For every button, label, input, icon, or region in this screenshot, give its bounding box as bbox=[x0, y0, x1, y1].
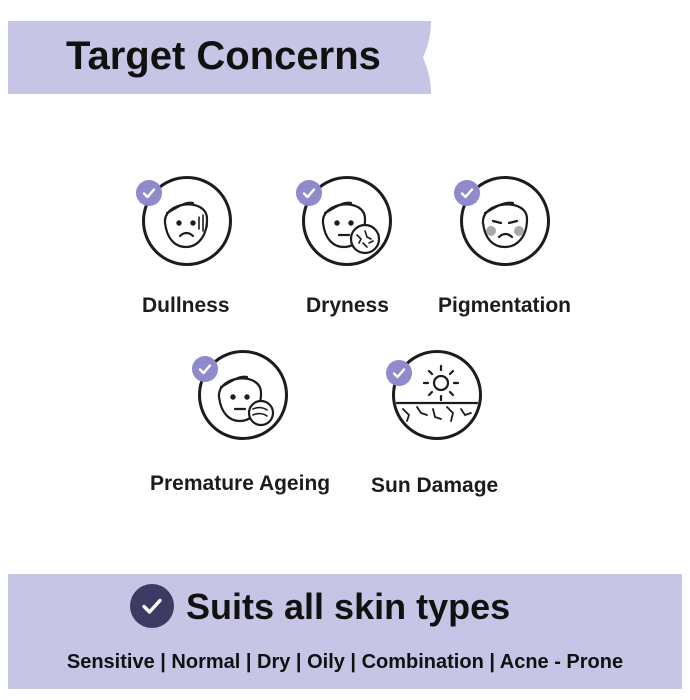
concern-label: Sun Damage bbox=[371, 474, 499, 497]
concern-label: Dryness bbox=[306, 294, 389, 317]
footer-title: Suits all skin types bbox=[186, 586, 511, 627]
check-icon bbox=[192, 356, 218, 382]
header-band bbox=[8, 21, 431, 94]
concern-label: Dullness bbox=[142, 294, 230, 317]
page-title: Target Concerns bbox=[66, 34, 381, 78]
concern-label: Premature Ageing bbox=[150, 472, 331, 495]
check-icon bbox=[136, 180, 162, 206]
check-icon bbox=[296, 180, 322, 206]
check-icon bbox=[454, 180, 480, 206]
sun-damaged-skin-icon bbox=[392, 350, 482, 440]
check-circle-icon bbox=[130, 584, 174, 628]
skin-types-list: Sensitive | Normal | Dry | Oily | Combin… bbox=[66, 651, 624, 673]
footer-band bbox=[8, 574, 682, 689]
check-icon bbox=[386, 360, 412, 386]
concern-label: Pigmentation bbox=[438, 294, 572, 317]
